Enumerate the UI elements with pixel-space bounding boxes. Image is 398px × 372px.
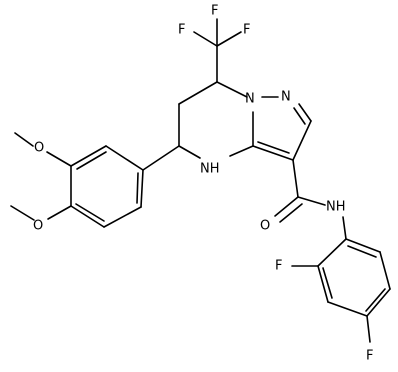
bond	[216, 31, 242, 47]
bond	[292, 120, 312, 161]
atom-labels: F F F N N NH NH O O O F F	[33, 4, 373, 364]
bond	[327, 301, 368, 317]
fluorine-label: F	[366, 349, 373, 364]
bond	[140, 169, 144, 208]
amide-nh-label: NH	[326, 200, 346, 215]
bond	[229, 145, 254, 157]
bond	[14, 132, 34, 147]
bond	[365, 288, 386, 312]
bond	[178, 145, 201, 159]
ring-nitrogen-label: N	[245, 92, 255, 107]
bond	[216, 81, 248, 98]
fluorine-label: F	[275, 259, 282, 274]
bond	[342, 216, 347, 240]
fluorine-label: F	[178, 23, 185, 38]
bond	[70, 145, 107, 167]
bond	[279, 203, 303, 223]
bond	[366, 315, 371, 343]
bond	[103, 206, 142, 228]
bond	[293, 107, 306, 125]
bond	[274, 196, 299, 217]
bond	[297, 196, 326, 206]
bonds	[10, 18, 391, 343]
bond	[10, 205, 35, 221]
bond	[136, 172, 139, 204]
fluorine-label: F	[243, 23, 250, 38]
bond	[379, 251, 391, 290]
bond	[292, 159, 299, 198]
methoxy-oxygen-label: O	[33, 219, 43, 234]
bond	[76, 151, 107, 170]
bond	[252, 145, 294, 161]
bond	[105, 145, 144, 171]
fluorine-label: F	[211, 4, 218, 19]
bond	[366, 288, 391, 317]
bond	[47, 205, 72, 220]
bond	[345, 238, 381, 253]
bond	[317, 238, 347, 267]
bond	[193, 31, 218, 47]
bond	[142, 145, 180, 171]
bond	[257, 141, 290, 154]
bond	[347, 245, 377, 258]
bond	[46, 151, 72, 167]
bond	[317, 265, 329, 303]
ring-nitrogen-label: N	[281, 90, 291, 105]
bond	[298, 103, 312, 122]
bond	[75, 203, 105, 222]
bond	[70, 205, 105, 228]
methoxy-oxygen-label: O	[34, 141, 44, 156]
bond	[178, 81, 218, 105]
carbonyl-oxygen-label: O	[260, 219, 270, 234]
bond	[322, 267, 333, 299]
amine-nh-label: NH	[200, 162, 220, 177]
